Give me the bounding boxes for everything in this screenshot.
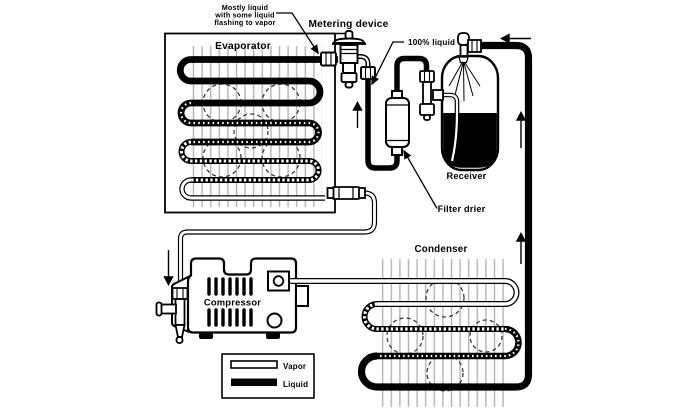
receiver-to-drier-line xyxy=(394,55,430,92)
arrow-up-liquid-riser-upper-icon xyxy=(515,111,527,148)
callout-pointers xyxy=(276,12,438,209)
filter-drier-unit: Filter drier xyxy=(365,55,486,214)
txv-inlet-nut xyxy=(320,51,337,67)
receiver-label: Receiver xyxy=(447,171,487,181)
pct-liquid-label: 100% liquid xyxy=(408,38,455,47)
arrow-down-into-compressor-icon xyxy=(163,250,174,286)
filter-drier-label: Filter drier xyxy=(438,204,486,214)
suction-line xyxy=(177,190,378,290)
receiver-inlet-fitting xyxy=(457,32,482,57)
txv-lower-body xyxy=(342,62,356,74)
compressor-vents xyxy=(207,277,253,327)
liquid-line-to-receiver xyxy=(357,41,533,391)
filter-drier-pointer-icon xyxy=(403,149,438,209)
mostly-liquid-note-line3: flashing to vapor xyxy=(214,18,275,27)
discharge-port xyxy=(272,275,285,287)
txv-bottom-nut xyxy=(340,72,358,83)
legend-vapor-line-sample xyxy=(230,360,278,369)
compressor-label: Compressor xyxy=(204,297,261,308)
arrow-up-into-metering-device-icon xyxy=(352,101,363,128)
legend: Vapor Liquid xyxy=(221,353,315,399)
mostly-liquid-note-line2: with some liquid xyxy=(214,11,275,20)
txv-diaphragm xyxy=(333,37,365,44)
metering-device-label: Metering device xyxy=(309,19,389,30)
flow-arrows xyxy=(163,33,531,286)
compressor-bracket xyxy=(295,285,309,307)
evaporator-coil xyxy=(176,56,338,201)
receiver-outlet-valve xyxy=(419,70,444,121)
metering-device-unit: Metering device xyxy=(309,19,389,89)
compressor-sight-glass xyxy=(266,312,283,329)
legend-vapor-label: Vapor xyxy=(283,362,306,371)
evaporator-unit: Evaporator xyxy=(164,32,338,214)
evaporator-outlet-fitting xyxy=(326,186,366,200)
compressor-foot xyxy=(199,332,213,339)
pct-liquid-pointer-icon xyxy=(371,41,404,86)
mostly-liquid-pointer-icon xyxy=(276,12,319,55)
legend-liquid-line-sample xyxy=(231,378,277,386)
legend-liquid-label: Liquid xyxy=(283,380,308,389)
condenser-coil xyxy=(289,41,533,391)
receiver-unit: Receiver xyxy=(419,32,500,181)
compressor-foot xyxy=(266,332,280,339)
condenser-label: Condenser xyxy=(415,244,468,255)
mostly-liquid-note-line1: Mostly liquid xyxy=(222,3,269,12)
receiver-spray-icon xyxy=(448,56,481,102)
evaporator-label: Evaporator xyxy=(215,41,271,52)
condenser-unit: Condenser xyxy=(267,41,533,407)
suction-service-valve xyxy=(155,287,189,344)
arrow-left-into-receiver-icon xyxy=(500,33,531,44)
filter-drier-body xyxy=(385,97,410,148)
arrow-up-liquid-riser-lower-icon xyxy=(515,232,527,264)
txv-outlet-nut xyxy=(360,66,376,80)
drier-to-metering-line xyxy=(365,79,400,171)
